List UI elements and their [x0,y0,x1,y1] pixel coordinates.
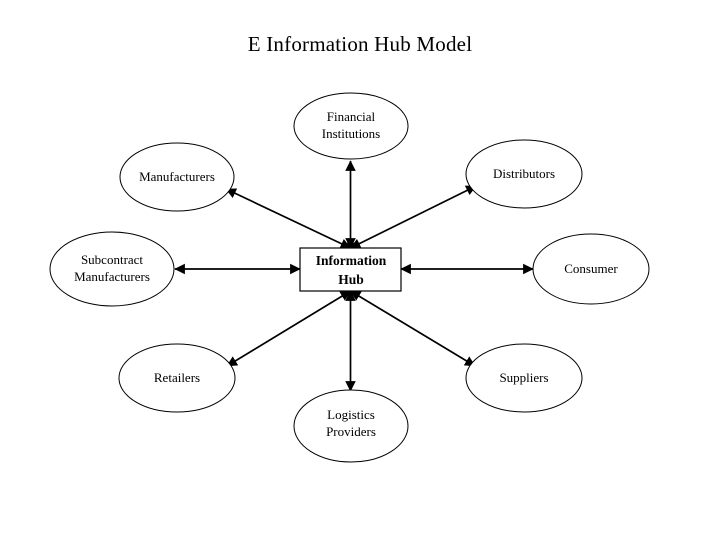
node-distributors[interactable] [465,139,583,209]
node-logistics-providers[interactable] [293,389,409,463]
node-suppliers[interactable] [465,343,583,413]
node-information-hub[interactable] [299,247,402,292]
node-subcontract-manufacturers[interactable] [49,231,175,307]
edge-hub-suppliers [349,290,476,367]
edge-hub-retailers [226,290,352,367]
node-financial-institutions[interactable] [293,92,409,160]
node-manufacturers[interactable] [119,142,235,212]
edge-hub-distributors [349,185,477,249]
node-retailers[interactable] [118,343,236,413]
diagram-title: E Information Hub Model [247,32,473,56]
nodes-layer [49,92,650,463]
edge-hub-manufacturers [225,188,352,249]
node-consumer[interactable] [532,233,650,305]
